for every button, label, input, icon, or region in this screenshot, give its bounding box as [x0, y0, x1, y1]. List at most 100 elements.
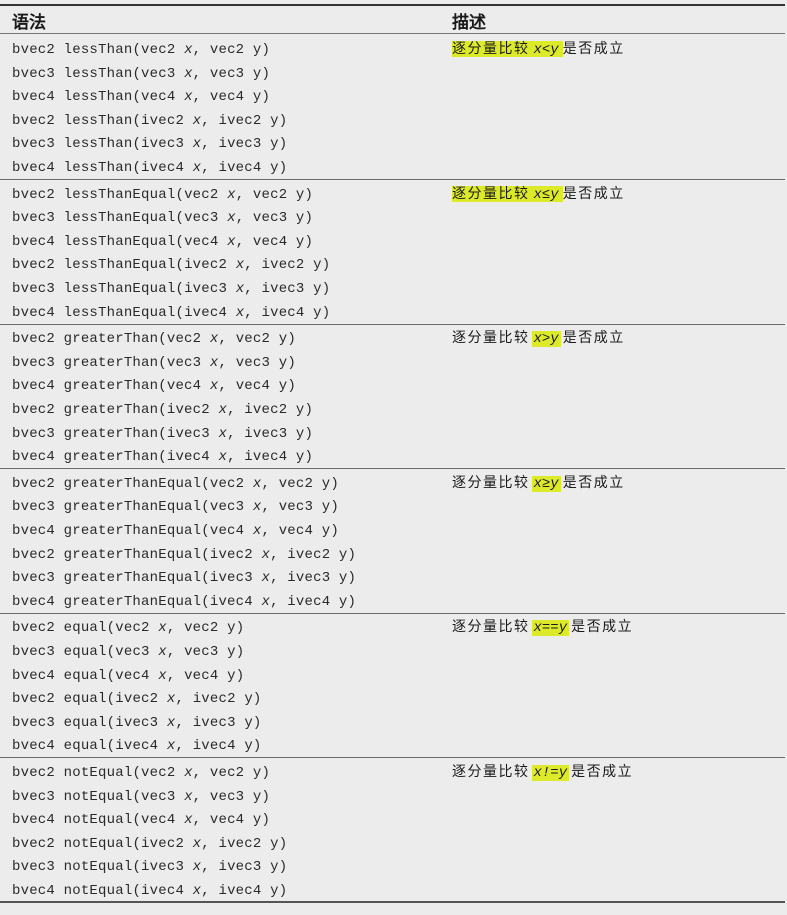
param-type: vec4	[209, 522, 245, 539]
param-x: x	[235, 280, 245, 297]
param-y: y	[252, 765, 262, 781]
param-type: ivec4	[218, 160, 262, 176]
syntax-line: bvec4 greaterThan(vec4 x, vec4 y)	[12, 378, 296, 395]
function-name: greaterThan	[63, 401, 159, 418]
param-type: vec4	[278, 522, 314, 539]
param-y: y	[295, 210, 305, 227]
param-type: ivec2	[141, 835, 185, 852]
syntax-line: bvec3 lessThan(vec3 x, vec3 y)	[12, 65, 271, 82]
param-type: ivec3	[261, 280, 305, 297]
function-name: notEqual	[63, 812, 133, 829]
param-type: ivec3	[115, 714, 159, 731]
param-y: y	[270, 835, 279, 852]
syntax-line: bvec3 equal(ivec3 x, ivec3 y)	[12, 714, 262, 731]
param-y: y	[227, 620, 236, 637]
function-name: equal	[63, 643, 107, 660]
param-y: y	[338, 570, 348, 587]
param-type: vec4	[115, 667, 150, 684]
function-name: greaterThan	[63, 354, 159, 371]
syntax-line: bvec2 equal(ivec2 x, ivec2 y)	[12, 691, 262, 708]
return-type: bvec2	[12, 112, 56, 129]
function-name: greaterThanEqual	[63, 546, 202, 563]
header-syntax: 语法	[12, 13, 46, 33]
param-y: y	[313, 280, 322, 297]
param-type: vec4	[184, 233, 219, 250]
param-x: x	[218, 425, 228, 442]
param-y: y	[270, 160, 279, 176]
param-type: vec3	[184, 210, 219, 227]
param-type: vec3	[141, 788, 176, 805]
comparison-operator: x==y	[531, 620, 570, 637]
param-y: y	[295, 449, 305, 466]
comparison-operator: x<y	[533, 42, 559, 58]
param-type: ivec2	[244, 401, 288, 418]
param-y: y	[270, 883, 279, 899]
function-name: greaterThan	[63, 425, 159, 442]
param-type: vec4	[209, 812, 245, 829]
return-type: bvec4	[12, 304, 56, 321]
param-x: x	[184, 65, 193, 82]
param-x: x	[184, 812, 193, 829]
param-type: ivec2	[287, 546, 331, 563]
return-type: bvec3	[12, 788, 56, 805]
syntax-line: bvec4 lessThan(ivec4 x, ivec4 y)	[12, 160, 288, 176]
syntax-line: bvec2 notEqual(vec2 x, vec2 y)	[12, 765, 271, 781]
param-type: vec4	[141, 812, 176, 829]
function-name: greaterThanEqual	[63, 593, 202, 610]
param-x: x	[252, 475, 262, 492]
param-x: x	[209, 354, 219, 371]
param-type: ivec3	[166, 425, 210, 442]
description-prefix: 逐分量比较	[452, 619, 530, 636]
param-type: ivec4	[141, 160, 185, 176]
param-x: x	[235, 304, 245, 321]
function-name: lessThan	[63, 136, 133, 153]
return-type: bvec2	[12, 475, 56, 492]
param-x: x	[227, 186, 236, 203]
syntax-line: bvec3 greaterThan(ivec3 x, ivec3 y)	[12, 425, 314, 442]
syntax-line: bvec2 lessThan(ivec2 x, ivec2 y)	[12, 112, 288, 129]
syntax-line: bvec3 equal(vec3 x, vec3 y)	[12, 643, 245, 660]
param-y: y	[252, 788, 262, 805]
param-type: ivec2	[218, 835, 262, 852]
function-name: lessThan	[63, 112, 133, 129]
param-type: ivec4	[166, 449, 210, 466]
param-type: vec4	[235, 378, 271, 395]
param-type: ivec3	[218, 136, 262, 153]
param-y: y	[295, 233, 305, 250]
return-type: bvec2	[12, 835, 56, 852]
syntax-line: bvec2 lessThan(vec2 x, vec2 y)	[12, 42, 271, 58]
syntax-line: bvec3 greaterThanEqual(vec3 x, vec3 y)	[12, 499, 339, 516]
return-type: bvec2	[12, 765, 56, 781]
return-type: bvec4	[12, 667, 56, 684]
return-type: bvec2	[12, 546, 56, 563]
return-type: bvec3	[12, 570, 56, 587]
function-group-equal: bvec2 equal(vec2 x, vec2 y) bvec3 equal(v…	[0, 613, 785, 759]
return-type: bvec2	[12, 620, 56, 637]
function-name: notEqual	[63, 835, 133, 852]
param-x: x	[218, 449, 228, 466]
function-name: equal	[63, 714, 107, 731]
return-type: bvec4	[12, 160, 56, 176]
syntax-line: bvec4 equal(vec4 x, vec4 y)	[12, 667, 245, 684]
param-y: y	[252, 89, 262, 106]
param-type: vec3	[278, 499, 314, 516]
param-type: vec2	[184, 186, 219, 203]
return-type: bvec4	[12, 233, 56, 250]
function-name: greaterThan	[63, 378, 159, 395]
syntax-line: bvec2 equal(vec2 x, vec2 y)	[12, 620, 245, 637]
param-type: ivec4	[287, 593, 331, 610]
table-top-rule	[0, 4, 785, 6]
param-x: x	[227, 233, 236, 250]
param-x: x	[192, 160, 202, 176]
function-name: notEqual	[63, 883, 133, 899]
param-y: y	[295, 401, 305, 418]
param-x: x	[158, 667, 167, 684]
function-group-notEqual: bvec2 notEqual(vec2 x, vec2 y) bvec3 notE…	[0, 758, 785, 902]
description-suffix: 是否成立	[562, 330, 625, 347]
return-type: bvec2	[12, 42, 56, 58]
param-x: x	[209, 378, 219, 395]
return-type: bvec4	[12, 593, 56, 610]
